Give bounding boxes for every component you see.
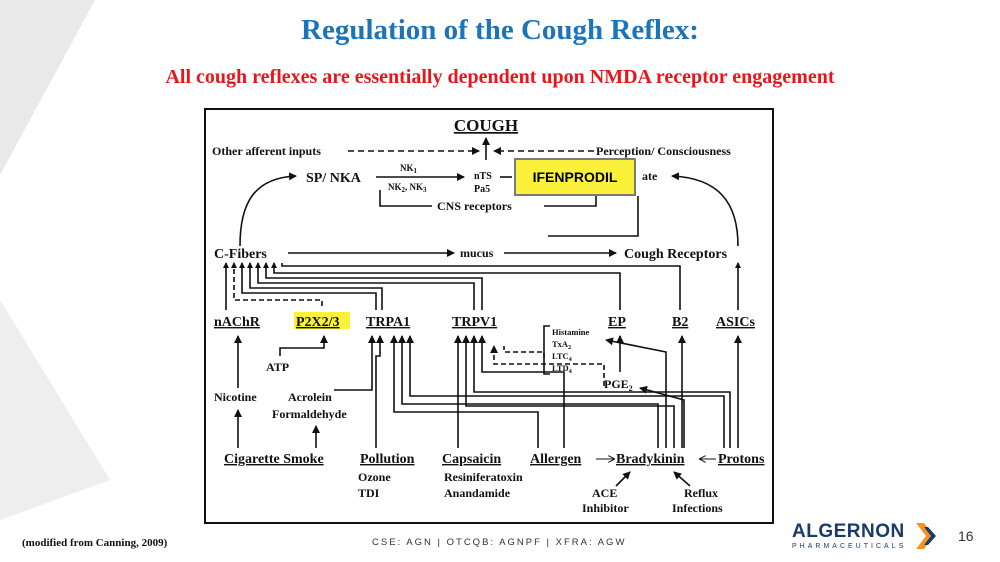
- nicotine-label: Nicotine: [214, 390, 257, 404]
- infections-label: Infections: [672, 501, 723, 515]
- p2x-label: P2X2/3: [296, 315, 340, 330]
- sp-nka-label: SP/ NKA: [306, 171, 362, 186]
- cough-receptors-label: Cough Receptors: [624, 247, 728, 262]
- perception-label: Perception/ Consciousness: [596, 144, 731, 158]
- inhibitor-label: Inhibitor: [582, 501, 629, 515]
- trpv1-label: TRPV1: [452, 315, 497, 330]
- logo-subtitle: PHARMACEUTICALS: [792, 543, 907, 550]
- mucus-label: mucus: [460, 246, 494, 260]
- txa2-label: TxA2: [552, 339, 571, 351]
- acrolein-label: Acrolein: [288, 390, 332, 404]
- ozone-label: Ozone: [358, 470, 391, 484]
- chevron-logo-icon: [916, 523, 936, 549]
- atp-label: ATP: [266, 360, 289, 374]
- b2-label: B2: [672, 315, 688, 330]
- pge2-label: PGE2: [604, 377, 633, 393]
- protons-label: Protons: [718, 452, 765, 467]
- ep-label: EP: [608, 315, 626, 330]
- cns-receptors-label: CNS receptors: [437, 199, 512, 213]
- page-number: 16: [958, 528, 974, 544]
- ltc4-label: LTC4: [552, 351, 572, 363]
- ticker-symbols: CSE: AGN | OTCQB: AGNPF | XFRA: AGW: [372, 537, 627, 548]
- nk1-label: NK1: [400, 163, 418, 175]
- slide-subtitle: All cough reflexes are essentially depen…: [165, 66, 835, 88]
- algernon-logo: ALGERNON PHARMACEUTICALS: [792, 521, 942, 557]
- formaldehyde-label: Formaldehyde: [272, 407, 347, 421]
- pollution-label: Pollution: [360, 452, 415, 467]
- anandamide-label: Anandamide: [444, 486, 511, 500]
- tdi-label: TDI: [358, 486, 380, 500]
- ace-label: ACE: [592, 486, 617, 500]
- trpa1-label: TRPA1: [366, 315, 410, 330]
- histamine-label: Histamine: [552, 327, 590, 337]
- reflux-label: Reflux: [684, 486, 718, 500]
- pa5-label: Pa5: [474, 184, 490, 195]
- resiniferatoxin-label: Resiniferatoxin: [444, 470, 523, 484]
- nachr-label: nAChR: [214, 315, 261, 330]
- slide-title: Regulation of the Cough Reflex:: [301, 14, 699, 46]
- other-afferent-label: Other afferent inputs: [212, 144, 321, 158]
- nts-label: nTS: [474, 171, 492, 182]
- bradykinin-label: Bradykinin: [616, 452, 685, 467]
- cough-label: COUGH: [454, 116, 518, 135]
- c-fibers-label: C-Fibers: [214, 247, 267, 262]
- reference-note: (modified from Canning, 2009): [22, 537, 168, 549]
- allergen-label: Allergen: [530, 452, 582, 467]
- nk2-nk3-label: NK2, NK3: [388, 182, 427, 194]
- logo-name: ALGERNON: [792, 521, 905, 542]
- cough-reflex-diagram: COUGH Other afferent inputs Perception/ …: [212, 116, 765, 515]
- ifenprodil-callout: IFENPRODIL: [514, 158, 636, 196]
- asics-label: ASICs: [716, 315, 755, 330]
- cigarette-smoke-label: Cigarette Smoke: [224, 452, 324, 467]
- ltd4-label: LTD4: [552, 363, 572, 375]
- capsaicin-label: Capsaicin: [442, 452, 501, 467]
- glutamate-label: ate: [642, 169, 658, 183]
- p2x-highlight: [294, 312, 350, 329]
